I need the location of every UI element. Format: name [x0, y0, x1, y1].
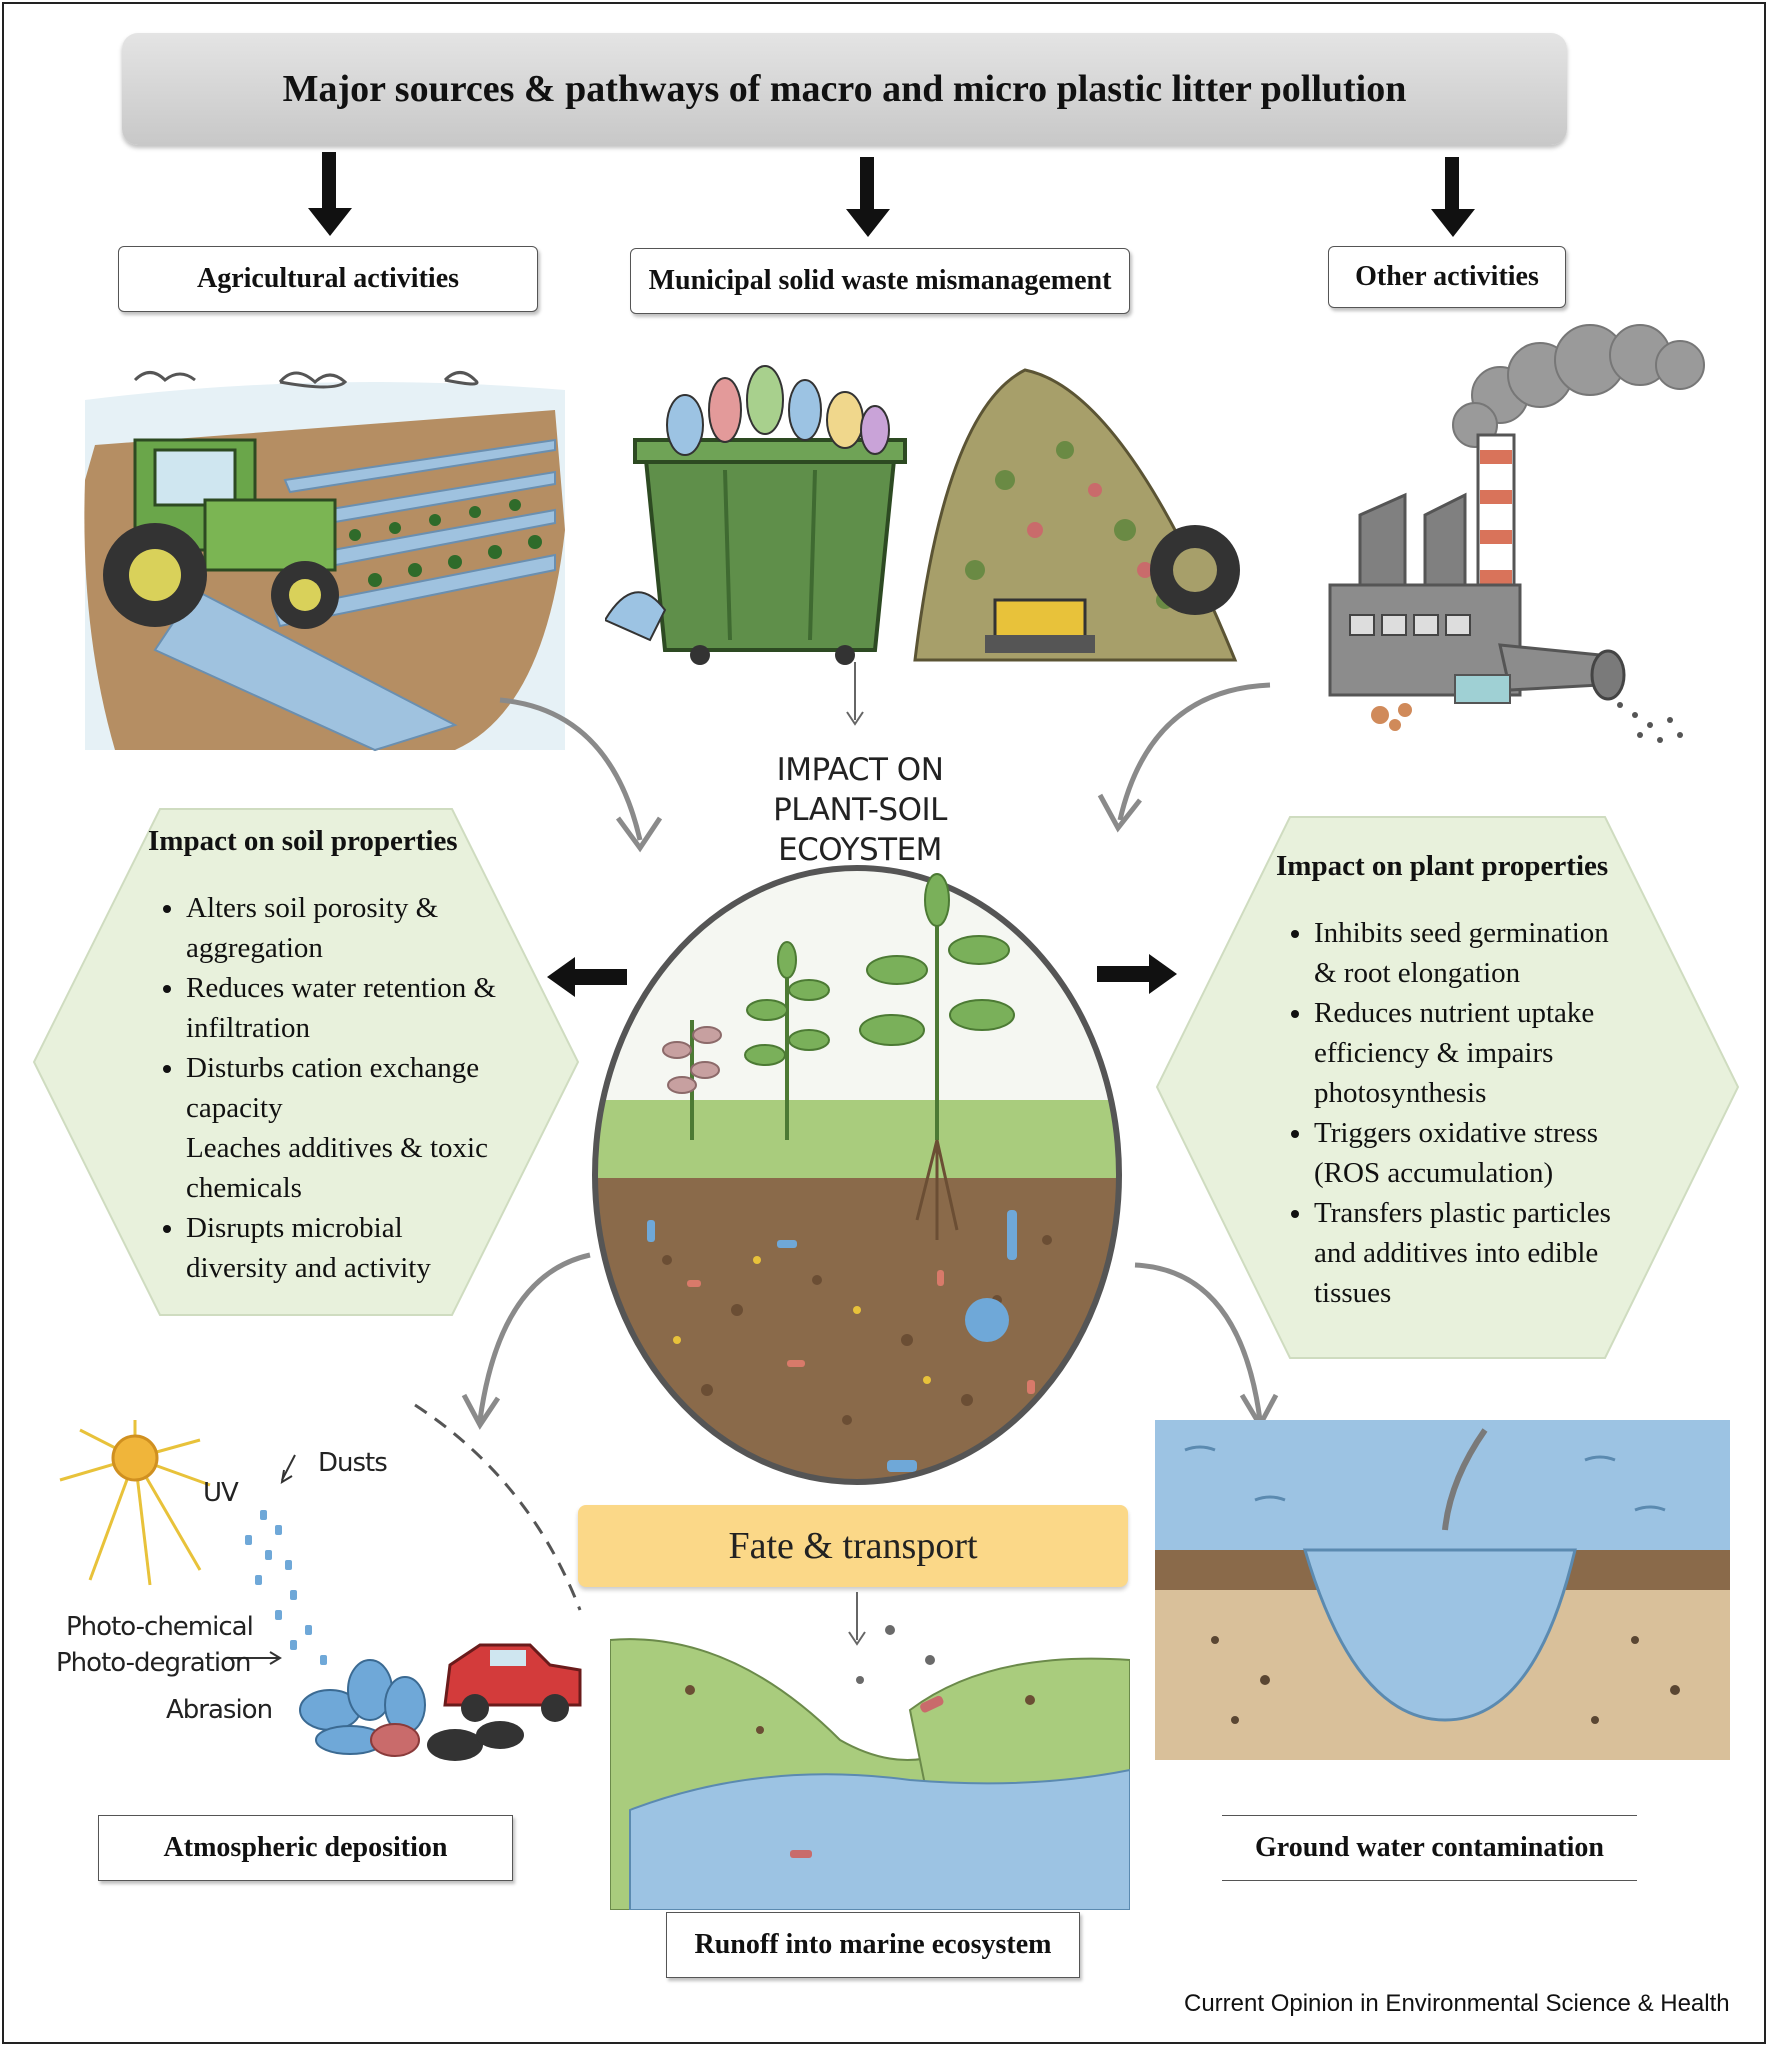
river-illustration — [610, 1625, 1130, 1910]
source-agricultural: Agricultural activities — [118, 246, 538, 312]
down-arrow-thin-icon — [846, 662, 864, 726]
municipal-waste-illustration — [605, 365, 1240, 665]
plant-item: Triggers oxidative stress (ROS accumulat… — [1314, 1113, 1636, 1193]
soil-item: Disrupts microbial diversity and activit… — [186, 1208, 508, 1288]
plant-panel-list: Inhibits seed germination & root elongat… — [1276, 913, 1636, 1313]
right-arrow-icon — [1097, 954, 1177, 994]
label-photo-degration: Photo-degration — [56, 1648, 251, 1678]
pathway-atmospheric: Atmospheric deposition — [98, 1815, 513, 1881]
soil-panel: Impact on soil properties Alters soil po… — [148, 825, 508, 1288]
label-dusts: Dusts — [318, 1448, 388, 1478]
soil-panel-title: Impact on soil properties — [148, 825, 458, 857]
plant-item: Inhibits seed germination & root elongat… — [1314, 913, 1636, 993]
soil-item: Reduces water retention & infiltration — [186, 968, 508, 1048]
down-arrow-icon — [1431, 157, 1475, 237]
curved-arrow-icon — [1134, 1262, 1279, 1430]
atmospheric-illustration — [59, 1420, 582, 1761]
plant-item: Transfers plastic particles and additive… — [1314, 1193, 1636, 1313]
agriculture-illustration — [84, 371, 565, 752]
curved-arrow-icon — [1097, 682, 1271, 833]
curved-arrow-icon — [461, 1252, 591, 1430]
plant-hexagon — [1155, 816, 1740, 1359]
left-arrow-icon — [547, 957, 627, 997]
soil-item: Disturbs cation exchange capacity — [186, 1048, 508, 1128]
credit-text: Current Opinion in Environmental Science… — [1184, 1990, 1730, 2017]
label-photo-chemical: Photo-chemical — [66, 1612, 254, 1642]
soil-item: Alters soil porosity & aggregation — [186, 888, 508, 968]
center-title-line2: PLANT-SOIL ECOYSTEM — [773, 792, 947, 868]
source-municipal: Municipal solid waste mismanagement — [630, 248, 1130, 314]
soil-panel-list: Alters soil porosity & aggregation Reduc… — [148, 888, 508, 1288]
soil-hexagon — [32, 808, 580, 1316]
down-arrow-icon — [846, 157, 890, 237]
curved-arrow-icon — [499, 697, 663, 853]
plant-soil-ellipse — [592, 865, 1122, 1485]
fate-transport-banner: Fate & transport — [578, 1505, 1128, 1587]
soil-item: Leaches additives & toxic chemicals — [186, 1132, 488, 1204]
pathway-groundwater: Ground water contamination — [1222, 1815, 1637, 1881]
dashed-divider — [414, 1403, 582, 1611]
label-uv: UV — [203, 1478, 239, 1508]
plant-panel-title: Impact on plant properties — [1276, 850, 1609, 882]
title-banner: Major sources & pathways of macro and mi… — [122, 33, 1567, 145]
groundwater-illustration — [1155, 1420, 1730, 1760]
center-title: IMPACT ON PLANT-SOIL ECOYSTEM — [690, 750, 1030, 870]
plant-item: Reduces nutrient uptake efficiency & imp… — [1314, 993, 1636, 1113]
center-title-line1: IMPACT ON — [776, 752, 944, 788]
source-other: Other activities — [1328, 246, 1566, 308]
pathway-runoff: Runoff into marine ecosystem — [666, 1912, 1080, 1978]
label-abrasion: Abrasion — [166, 1695, 273, 1725]
down-arrow-icon — [308, 152, 352, 236]
down-arrow-thin-icon — [848, 1592, 866, 1646]
factory-illustration — [1328, 324, 1705, 743]
plant-panel: Impact on plant properties Inhibits seed… — [1276, 850, 1636, 1313]
